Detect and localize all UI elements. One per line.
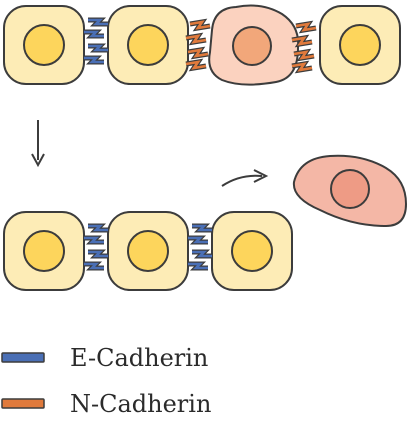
e-cadherin-junction: [84, 17, 108, 65]
cadherin-bond: [84, 236, 104, 244]
legend-e-cadherin-label: E-Cadherin: [70, 344, 209, 372]
n-cadherin-swatch: [1, 398, 45, 409]
epithelial-cell: [3, 5, 85, 85]
cadherin-bond: [84, 262, 104, 270]
down-arrow: [31, 120, 45, 168]
n-cadherin-junction: [291, 20, 317, 74]
bottom-row-cells: [3, 211, 293, 291]
cadherin-bond: [291, 36, 313, 46]
cadherin-bond: [188, 236, 208, 244]
cadherin-bond: [185, 60, 207, 70]
cadherin-bond: [192, 250, 212, 258]
epithelial-cell: [211, 211, 293, 291]
nucleus: [339, 24, 381, 66]
cadherin-bond: [188, 262, 208, 270]
epithelial-cell: [107, 5, 189, 85]
cadherin-bond: [189, 20, 211, 30]
nucleus: [231, 230, 273, 272]
cadherin-bond: [295, 22, 317, 32]
nucleus: [127, 24, 169, 66]
cadherin-bond: [88, 18, 108, 26]
cadherin-bond: [84, 56, 104, 64]
legend-n-cadherin-label: N-Cadherin: [70, 390, 212, 418]
epithelial-cell: [319, 5, 401, 85]
top-row-junctions: [84, 17, 317, 74]
n-cadherin-junction: [185, 18, 211, 72]
cadherin-bond: [88, 44, 108, 52]
top-row-cells: [3, 4, 401, 86]
nucleus: [232, 26, 272, 66]
cadherin-bond: [187, 48, 209, 58]
cadherin-bond: [88, 250, 108, 258]
migrating-mesenchymal-cell: [292, 154, 408, 228]
cadherin-bond: [84, 30, 104, 38]
nucleus: [23, 24, 65, 66]
cadherin-bond: [185, 34, 207, 44]
transitioning-cell: [208, 4, 300, 86]
nucleus: [127, 230, 169, 272]
e-cadherin-swatch: [1, 352, 45, 363]
migration-arrow: [221, 169, 269, 187]
e-cadherin-junction: [188, 223, 212, 271]
epithelial-cell: [107, 211, 189, 291]
cadherin-bond: [293, 50, 315, 60]
legend: [1, 352, 45, 409]
nucleus: [330, 169, 370, 209]
nucleus: [23, 230, 65, 272]
cadherin-bond: [88, 224, 108, 232]
cadherin-bond: [291, 62, 313, 72]
epithelial-cell: [3, 211, 85, 291]
cadherin-bond: [192, 224, 212, 232]
bottom-row-junctions: [84, 223, 212, 271]
e-cadherin-junction: [84, 223, 108, 271]
